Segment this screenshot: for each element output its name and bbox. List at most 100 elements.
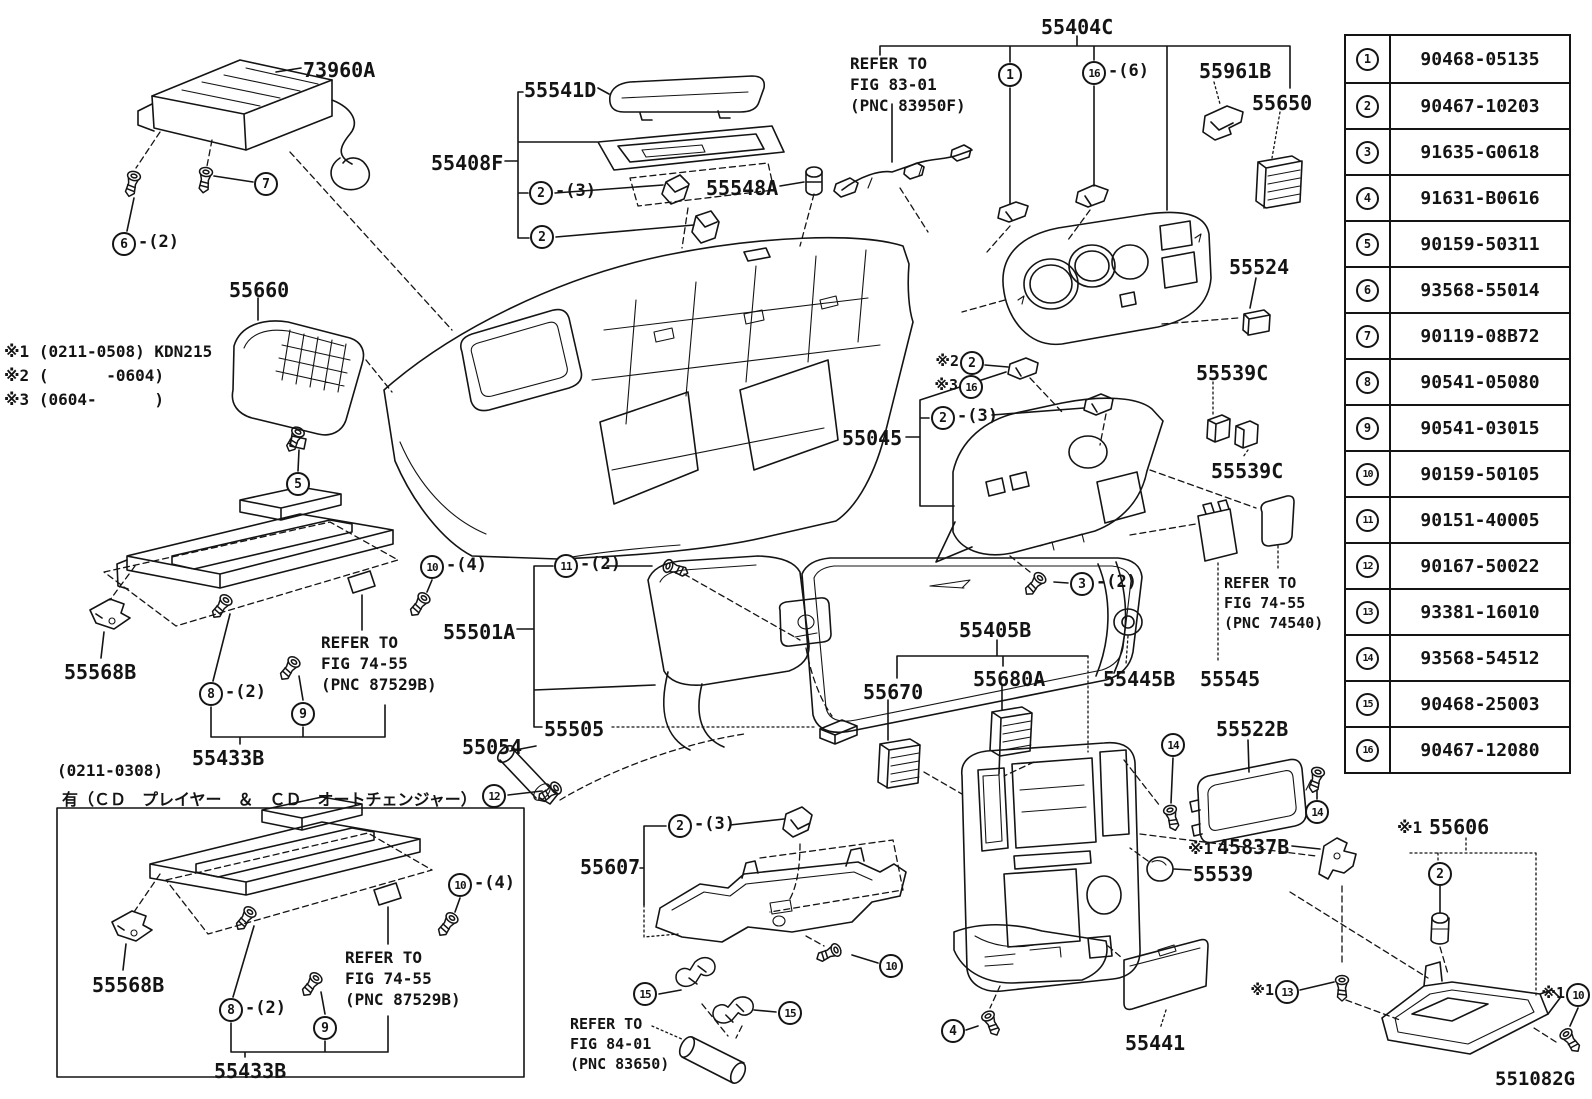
- callout-7: 7: [254, 172, 278, 196]
- callout-circle: 14: [1161, 733, 1185, 757]
- callout-circle: 10: [1566, 983, 1590, 1007]
- ref-number-badge: 7: [1356, 324, 1379, 348]
- callout-suffix: -(2): [245, 998, 286, 1018]
- table-row: 7 90119-08B72: [1346, 312, 1569, 358]
- callout-circle: 15: [778, 1001, 802, 1025]
- note-label: ※1: [1397, 818, 1423, 837]
- ref-number-badge: 2: [1356, 94, 1379, 118]
- refer-note-line: FIG 74-55: [321, 654, 408, 673]
- callout-prefix: ※1: [1250, 981, 1274, 999]
- note-label: ※2 ( -0604): [4, 366, 165, 385]
- glove-box-55501A-drawing: [516, 555, 1143, 751]
- callout-suffix: -(3): [694, 814, 735, 834]
- part-number-cell: 90468-05135: [1420, 48, 1540, 70]
- part-label-55541D: 55541D: [524, 78, 597, 102]
- callout-circle: 9: [291, 702, 315, 726]
- callout-circle: 4: [941, 1019, 965, 1043]
- ref-number-cell: 14: [1346, 636, 1391, 680]
- callout-circle: 12: [482, 784, 506, 808]
- part-number-cell: 90541-05080: [1420, 371, 1540, 393]
- tray-55541D-bezel-55408F-drawing: [504, 75, 823, 249]
- callout-11: 11-(2): [554, 554, 621, 578]
- ref-number-badge: 14: [1356, 646, 1379, 670]
- refer-note-line: FIG 74-55: [1224, 594, 1306, 612]
- ref-number-badge: 10: [1356, 462, 1379, 486]
- callout-9: 9: [291, 702, 315, 726]
- callout-circle: 10: [879, 954, 903, 978]
- table-row: 5 90159-50311: [1346, 220, 1569, 266]
- part-label-55054: 55054: [462, 735, 523, 759]
- callout-4: 4: [941, 1019, 965, 1043]
- under-cover-55606-drawing: [1289, 837, 1585, 1056]
- part-label-55545: 55545: [1200, 667, 1261, 691]
- callout-10: 10-(4): [420, 555, 487, 579]
- callout-suffix: -(2): [1096, 572, 1137, 592]
- refer-note-line: (PNC 87529B): [321, 675, 437, 694]
- callout-5: 5: [286, 472, 310, 496]
- callout-circle: 6: [112, 232, 136, 256]
- part-label-55539C: 55539C: [1211, 459, 1284, 483]
- note-label: (0211-0308): [57, 761, 163, 780]
- part-label-55408F: 55408F: [431, 151, 504, 175]
- note-label: ※1 (0211-0508) KDN215: [4, 342, 213, 361]
- callout-circle: 16: [1082, 61, 1106, 85]
- part-label-55445B: 55445B: [1103, 667, 1176, 691]
- callout-suffix: -(4): [446, 555, 487, 575]
- ref-number-cell: 16: [1346, 728, 1391, 772]
- part-label-55501A: 55501A: [443, 620, 516, 644]
- callout-prefix: ※2: [935, 352, 959, 370]
- callout-suffix: -(3): [957, 406, 998, 426]
- callout-circle: 8: [199, 682, 223, 706]
- refer-note-line: (PNC 74540): [1224, 614, 1324, 632]
- part-number-cell: 90159-50105: [1420, 463, 1540, 485]
- display-55522B-drawing: [1123, 739, 1357, 882]
- callout-10: 10: [879, 954, 903, 978]
- center-cluster-panel-55405B-drawing: [877, 639, 1141, 993]
- ref-number-badge: 5: [1356, 232, 1379, 256]
- ref-number-cell: 15: [1346, 682, 1391, 726]
- callout-circle: 5: [286, 472, 310, 496]
- ref-number-cell: 10: [1346, 452, 1391, 496]
- ref-number-badge: 11: [1356, 508, 1379, 532]
- callout-circle: 11: [554, 554, 578, 578]
- callout-circle: 2: [530, 225, 554, 249]
- callout-8: 8-(2): [219, 998, 286, 1022]
- part-label-73960A: 73960A: [303, 58, 376, 82]
- part-label-55568B: 55568B: [92, 973, 165, 997]
- part-number-cell: 90159-50311: [1420, 233, 1540, 255]
- callout-prefix: ※1: [1541, 984, 1565, 1002]
- callout-suffix: -(2): [138, 232, 179, 252]
- refer-note-line: (PNC 87529B): [345, 990, 461, 1009]
- note-label: ※3 (0604- ): [4, 390, 165, 409]
- callout-prefix: ※3: [934, 376, 958, 394]
- note-label: ※1: [1188, 839, 1214, 858]
- part-label-55433B: 55433B: [192, 746, 265, 770]
- note-label: 有（ＣＤ プレイヤー ＆ ＣＤ オートチェンジャー）: [62, 790, 477, 809]
- callout-12: 12: [482, 784, 506, 808]
- ref-number-cell: 13: [1346, 590, 1391, 634]
- callout-14: 14: [1161, 733, 1185, 757]
- part-label-55961B: 55961B: [1199, 59, 1272, 83]
- ref-number-badge: 16: [1356, 738, 1379, 762]
- refer-note-line: REFER TO: [345, 948, 423, 967]
- callout-circle: 1: [998, 63, 1022, 87]
- glove-box-lock-55054-drawing: [496, 733, 745, 807]
- part-label-55524: 55524: [1229, 255, 1290, 279]
- part-number-cell: 90119-08B72: [1420, 325, 1540, 347]
- instrument-panel-drawing: [383, 236, 914, 560]
- lower-finish-panel-55045-drawing: [905, 357, 1295, 665]
- part-number-cell: 90541-03015: [1420, 417, 1540, 439]
- callout-circle: 16: [959, 375, 983, 399]
- airbag-module-73960A-drawing: [121, 59, 453, 331]
- figure-code: 551082G: [1495, 1068, 1576, 1090]
- part-label-55505: 55505: [544, 717, 605, 741]
- refer-note-line: FIG 84-01: [570, 1035, 652, 1053]
